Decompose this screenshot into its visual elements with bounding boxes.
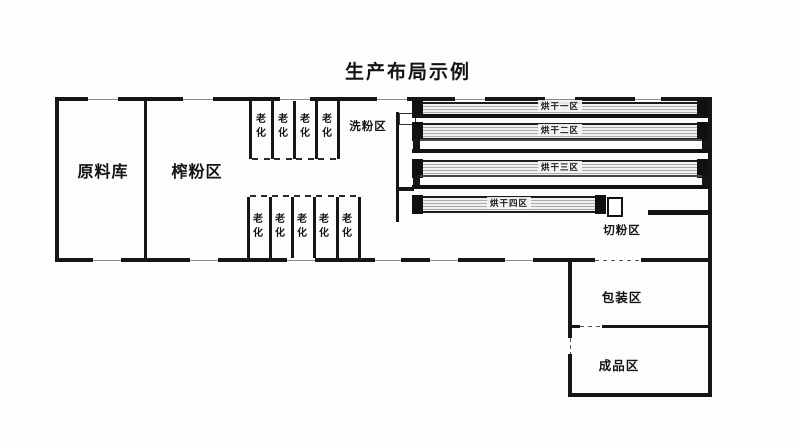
room-cutting-label: 切粉区 [603, 223, 641, 237]
window-opening [280, 97, 310, 101]
window-opening [93, 258, 121, 262]
drying-zone-1-label: 烘干一区 [470, 100, 650, 112]
aging-cell-wall [269, 197, 272, 258]
aging-cell-wall [291, 197, 294, 258]
window-opening [635, 97, 661, 101]
aging-room-label: 老化 [300, 114, 310, 139]
door-opening [274, 158, 292, 160]
aging-room-label: 老化 [297, 214, 307, 239]
door-opening [250, 195, 267, 197]
annex-wall-left [568, 262, 572, 397]
page-title: 生产布局示例 [344, 61, 471, 83]
aging-room-label: 老化 [278, 114, 288, 139]
window-opening [88, 97, 118, 101]
room-pressing-label: 榨粉区 [171, 162, 223, 181]
window-opening [505, 258, 533, 262]
door-opening [580, 325, 602, 328]
drying-zone-4-label: 烘干四区 [450, 196, 568, 209]
annex-wall-bottom [568, 393, 712, 397]
door-opening [595, 258, 641, 262]
door-opening [252, 158, 270, 160]
window-opening [455, 97, 485, 101]
equipment-box [399, 113, 416, 125]
drying-hall-wall-left [396, 112, 399, 222]
aging-cell-wall [247, 197, 250, 258]
aging-room-label: 老化 [275, 214, 285, 239]
aging-cell-wall [315, 101, 318, 159]
door-opening [296, 158, 314, 160]
door-opening [339, 195, 356, 197]
aging-cell-wall [293, 101, 296, 159]
outer-wall-right [708, 97, 712, 397]
room-raw-material-label: 原料库 [77, 162, 129, 181]
aging-room-label: 老化 [319, 214, 329, 239]
door-opening [294, 195, 311, 197]
drying-zone-2-label: 烘干二区 [470, 123, 650, 136]
door-opening [568, 338, 572, 354]
aging-room-label: 老化 [253, 214, 263, 239]
window-opening [545, 97, 575, 101]
window-opening [377, 97, 407, 101]
drying-rack-rail [412, 149, 710, 153]
drying-hall-wall-stub [396, 187, 414, 191]
aging-cell-wall [336, 197, 339, 258]
drying-rack-rail [412, 114, 710, 118]
aging-cell-wall [271, 101, 274, 159]
door-opening [272, 195, 289, 197]
outer-wall-left [55, 97, 59, 262]
aging-cell-wall [313, 197, 316, 258]
window-opening [190, 258, 218, 262]
door-symbol [607, 197, 623, 217]
window-opening [430, 258, 458, 262]
door-opening [318, 158, 336, 160]
aging-cell-wall [358, 197, 361, 258]
partition-wall [144, 101, 147, 258]
window-opening [287, 258, 315, 262]
aging-cell-wall [337, 101, 340, 159]
window-opening [375, 258, 401, 262]
aging-room-label: 老化 [342, 214, 352, 239]
door-opening [316, 195, 334, 197]
room-packaging-label: 包装区 [601, 289, 643, 305]
window-opening [183, 97, 213, 101]
aging-room-label: 老化 [322, 114, 332, 139]
drying-rack-rail [412, 185, 710, 189]
aging-room-label: 老化 [256, 114, 266, 139]
annex-divider-wall [572, 325, 710, 328]
room-finished-goods-label: 成品区 [598, 357, 640, 373]
aging-cell-wall [249, 101, 252, 159]
drying-rack-rail [648, 210, 710, 215]
room-washing-label: 洗粉区 [349, 119, 387, 133]
drying-zone-3-label: 烘干三区 [470, 160, 650, 173]
